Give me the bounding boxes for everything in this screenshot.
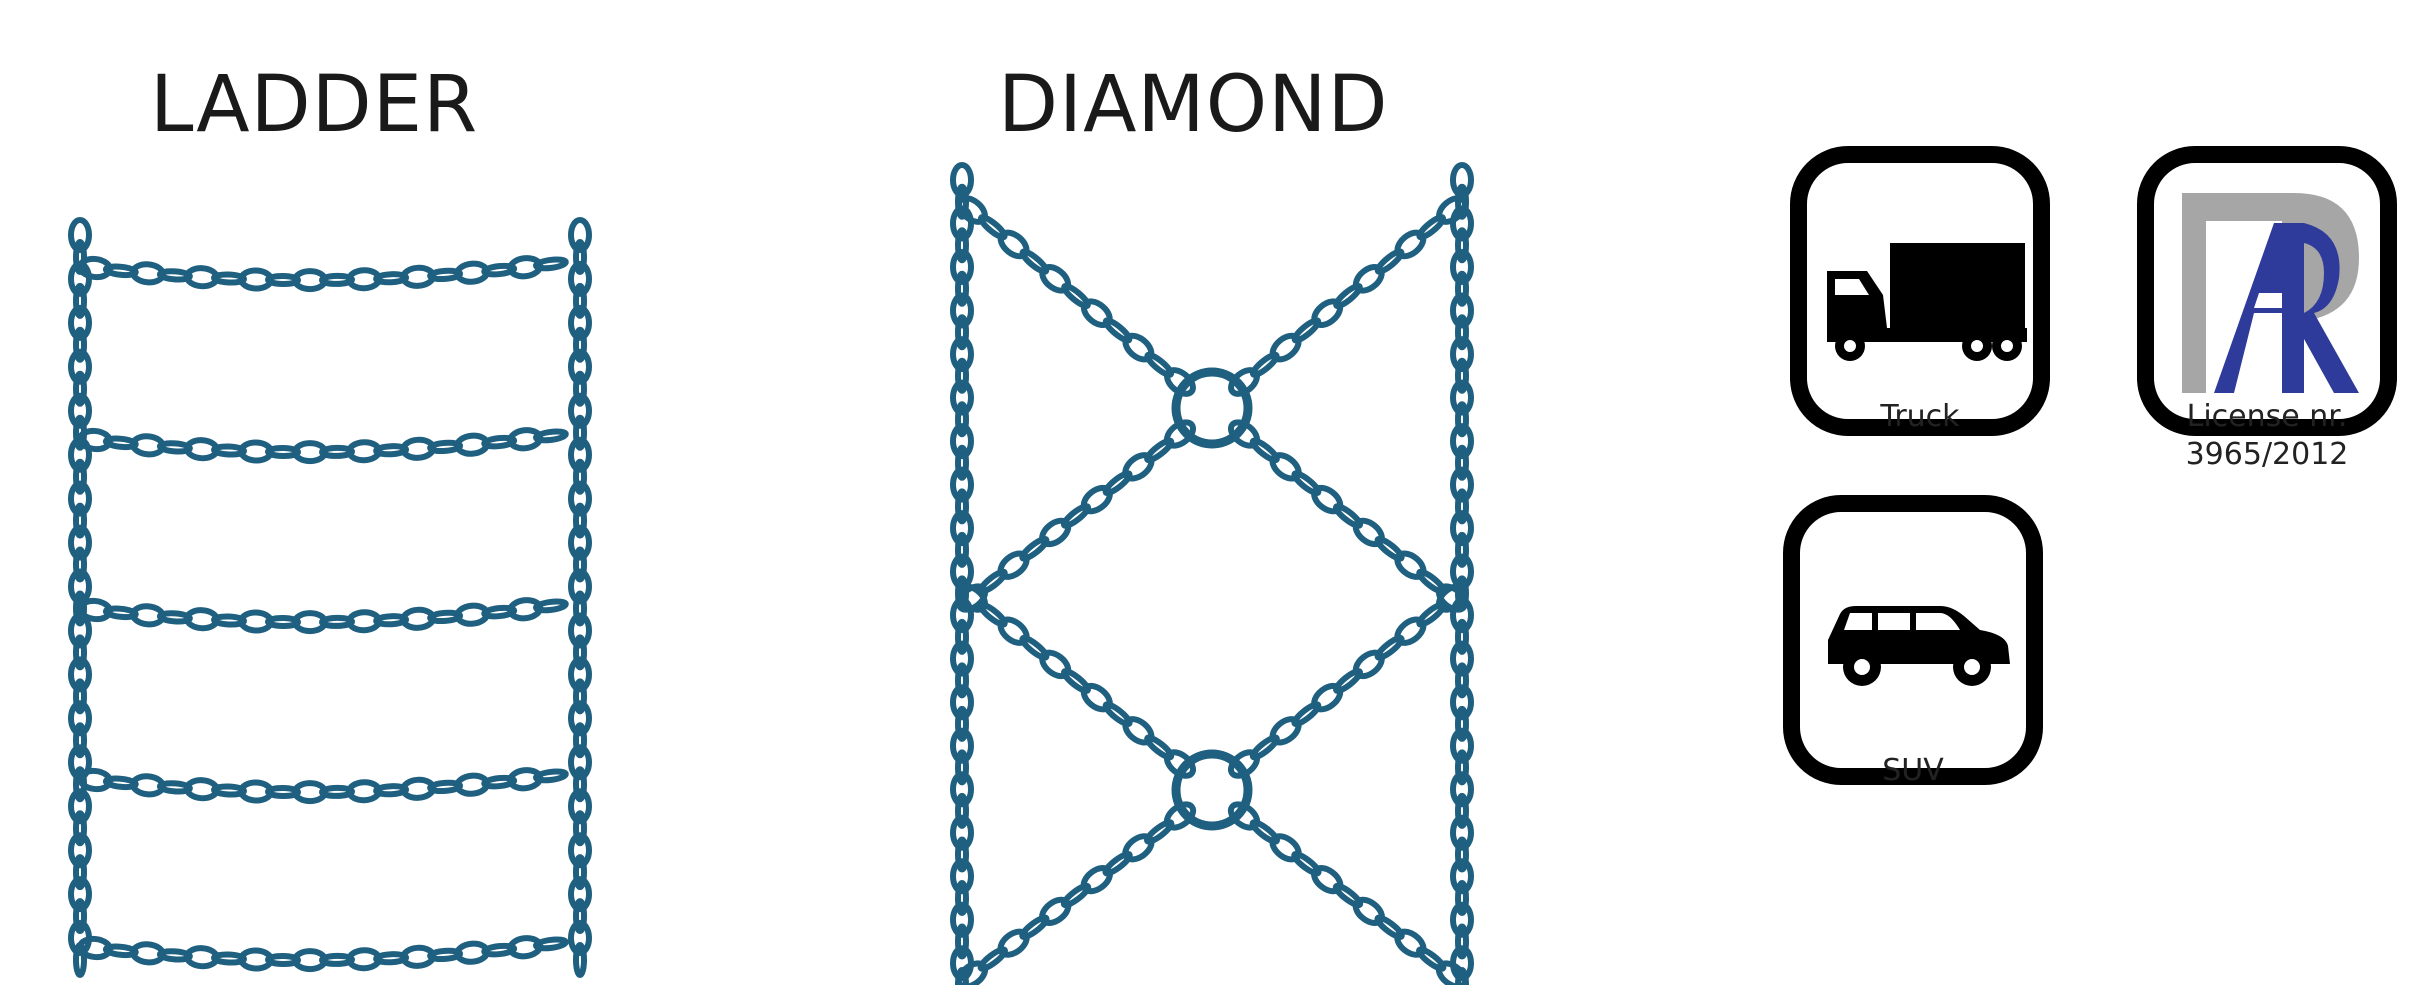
suv-badge — [1783, 495, 2043, 785]
ladder-chain-diagram — [71, 220, 589, 975]
ar-logo-icon — [2154, 163, 2380, 419]
license-number-label: License nr. 3965/2012 — [2137, 398, 2397, 474]
truck-badge — [1790, 146, 2050, 436]
chain-link — [536, 430, 567, 442]
license-badge — [2137, 146, 2397, 436]
chain-link — [536, 258, 567, 270]
diamond-chain-diagram — [953, 165, 1471, 985]
chain-link — [1163, 366, 1198, 399]
license-label-line2: 3965/2012 — [2137, 436, 2397, 474]
center-ring — [1176, 372, 1248, 444]
chain-link — [1227, 366, 1262, 399]
chain-link — [576, 945, 584, 975]
suv-icon — [1800, 512, 2026, 768]
truck-label: Truck — [1790, 398, 2050, 436]
license-label-line1: License nr. — [2137, 398, 2397, 436]
chain-link — [1163, 748, 1198, 781]
chain-link — [536, 770, 567, 782]
chain-link — [536, 938, 567, 950]
chain-link — [536, 600, 567, 612]
suv-label: SUV — [1783, 752, 2043, 790]
truck-icon — [1807, 163, 2033, 419]
center-ring — [1176, 754, 1248, 826]
chain-link — [1227, 748, 1262, 781]
